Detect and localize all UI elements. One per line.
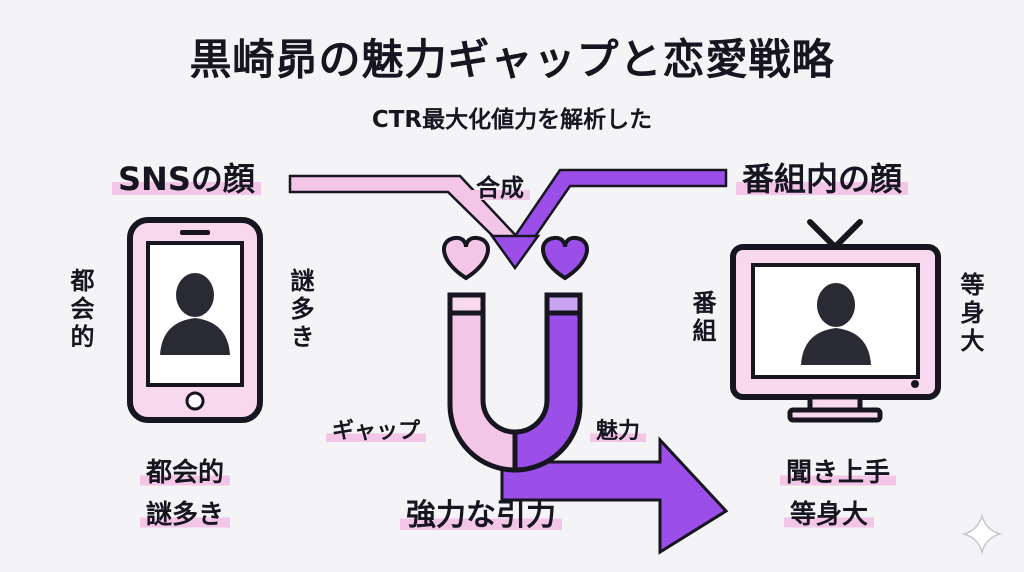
magnet-right-label-text: 魅力	[590, 419, 647, 444]
right-caption-line2-text: 等身大	[784, 500, 875, 530]
magnet-right-label: 魅力	[590, 413, 647, 445]
right-heading: 番組内の顔	[736, 154, 909, 200]
result-label-text: 強力な引力	[400, 498, 562, 533]
merge-label: 合成	[470, 168, 530, 203]
right-caption-line1: 聞き上手	[780, 452, 897, 489]
magnet-icon	[447, 292, 583, 473]
merge-arrow-head	[489, 234, 541, 271]
heart-icon-purple	[541, 235, 589, 281]
person-silhouette-icon-phone	[160, 273, 230, 355]
person-silhouette-icon-tv	[801, 283, 871, 365]
merge-arrow-right	[513, 168, 728, 246]
left-caption-line2-text: 謎多き	[140, 500, 231, 530]
page-title: 黒崎昴の魅力ギャップと恋愛戦略	[189, 35, 835, 84]
page-subtitle: CTR最大化値力を解析した	[371, 107, 653, 133]
left-caption-line1: 都会的	[140, 452, 231, 489]
magnet-left-label-text: ギャップ	[326, 419, 427, 444]
right-side-text-left: 番組	[688, 290, 716, 346]
right-heading-text: 番組内の顔	[736, 160, 909, 198]
heart-icon-pink	[442, 235, 490, 281]
merge-label-text: 合成	[470, 174, 530, 202]
left-heading: SNSの顔	[112, 154, 261, 200]
right-caption-line2: 等身大	[784, 494, 875, 531]
sparkle-icon	[961, 513, 1003, 555]
left-side-text-left: 都会的	[66, 268, 94, 352]
result-label: 強力な引力	[400, 490, 562, 534]
right-caption-line1-text: 聞き上手	[780, 458, 897, 488]
left-side-text-right: 謎多き	[286, 268, 314, 352]
smartphone-icon	[127, 217, 263, 423]
left-caption-line2: 謎多き	[140, 494, 231, 531]
magnet-left-label: ギャップ	[326, 413, 427, 445]
left-caption-line1-text: 都会的	[140, 458, 231, 488]
right-side-text-right: 等身大	[956, 272, 984, 356]
left-heading-text: SNSの顔	[112, 160, 261, 198]
